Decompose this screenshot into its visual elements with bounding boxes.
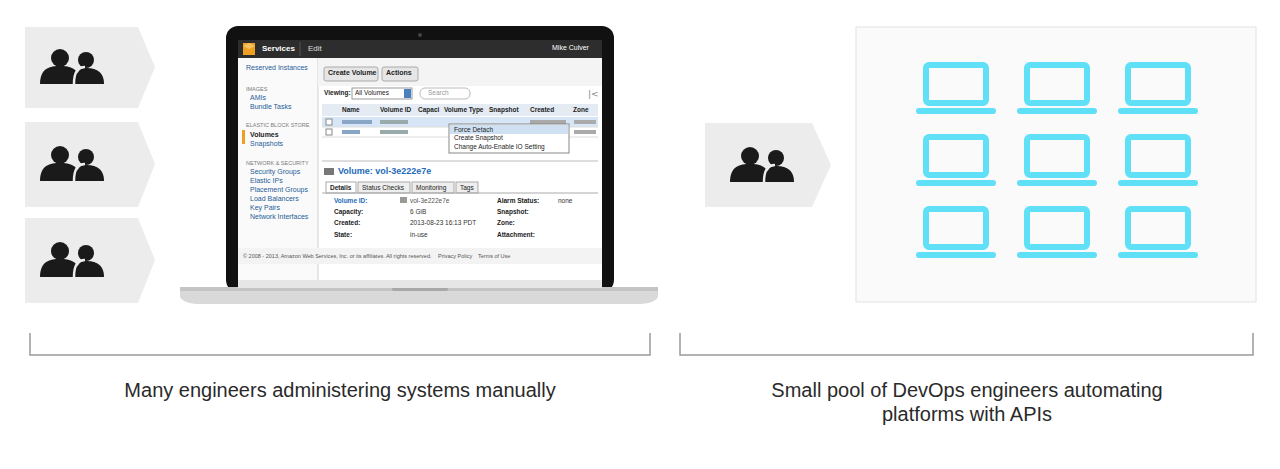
nav-link: Load Balancers: [250, 195, 299, 203]
caption: Small pool of DevOps engineers automatin…: [752, 378, 1182, 426]
nav-link: AMIs: [250, 94, 266, 102]
field-label: Viewing:: [324, 89, 351, 96]
tab-label: Monitoring: [416, 184, 446, 191]
menu-option: Create Snapshot: [454, 134, 503, 141]
nav-link: Security Groups: [250, 168, 300, 176]
column-header: Name: [342, 106, 360, 113]
search-box: Search: [428, 89, 449, 96]
caption: Many engineers administering systems man…: [60, 378, 620, 402]
column-header: Volume ID: [380, 106, 411, 113]
menu-option: Force Detach: [454, 126, 493, 133]
button-label: Create Volume: [328, 69, 377, 77]
column-header: Volume Type: [444, 106, 484, 113]
console-screenshot: |<: [238, 40, 602, 288]
nav-link: Bundle Tasks: [250, 103, 292, 111]
nav-link: Key Pairs: [250, 204, 280, 212]
svg-text:|<: |<: [588, 89, 599, 99]
column-header: Zone: [573, 106, 589, 113]
button-label: Actions: [386, 69, 412, 77]
field-label: Created:: [334, 219, 360, 226]
tab-label: Details: [330, 184, 351, 191]
field-value: 2013-08-23 16:13 PDT: [410, 219, 476, 226]
field-label: Capacity:: [334, 208, 363, 215]
select-value: All Volumes: [355, 89, 389, 96]
automation-panel: [856, 27, 1256, 302]
user-name: Mike Culver: [552, 44, 589, 52]
field-label: Attachment:: [497, 231, 535, 238]
bracket: [680, 333, 1253, 355]
chevron: [25, 27, 155, 303]
field-value: none: [558, 197, 572, 204]
nav-heading: ELASTIC BLOCK STORE: [246, 122, 309, 128]
field-label: Zone:: [497, 219, 515, 226]
nav-link: Volumes: [250, 131, 279, 139]
menu-option: Change Auto-Enable IO Setting: [454, 143, 545, 150]
panel-title: Volume: vol-3e222e7e: [338, 166, 431, 176]
footer-link: Privacy Policy: [438, 253, 472, 259]
tab-label: Tags: [460, 184, 474, 191]
nav-link: Elastic IPs: [250, 177, 283, 185]
field-value: 6 GiB: [410, 208, 426, 215]
bracket: [30, 333, 650, 355]
field-label: Volume ID:: [334, 197, 367, 204]
column-header: Created: [530, 106, 554, 113]
laptop-grid: [919, 65, 1195, 255]
field-value: in-use: [410, 231, 428, 238]
nav-heading: NETWORK & SECURITY: [246, 160, 309, 166]
nav-link: Snapshots: [250, 140, 283, 148]
column-header: Capaci: [418, 106, 439, 113]
nav-heading: IMAGES: [246, 86, 267, 92]
field-label: Snapshot:: [497, 208, 529, 215]
field-value: vol-3e222e7e: [410, 197, 449, 204]
footer-text: © 2008 - 2013, Amazon Web Services, Inc.…: [243, 253, 432, 259]
tab-label: Status Checks: [362, 184, 404, 191]
chevron: [705, 123, 831, 207]
laptop: [180, 26, 658, 304]
field-label: State:: [334, 231, 352, 238]
menu-item: Services: [262, 44, 295, 53]
field-label: Alarm Status:: [497, 197, 539, 204]
menu-item: Edit: [308, 44, 322, 53]
nav-link: Reserved Instances: [246, 64, 308, 72]
column-header: Snapshot: [489, 106, 519, 113]
nav-link: Placement Groups: [250, 186, 308, 194]
footer-link: Terms of Use: [478, 253, 510, 259]
nav-link: Network Interfaces: [250, 213, 308, 221]
